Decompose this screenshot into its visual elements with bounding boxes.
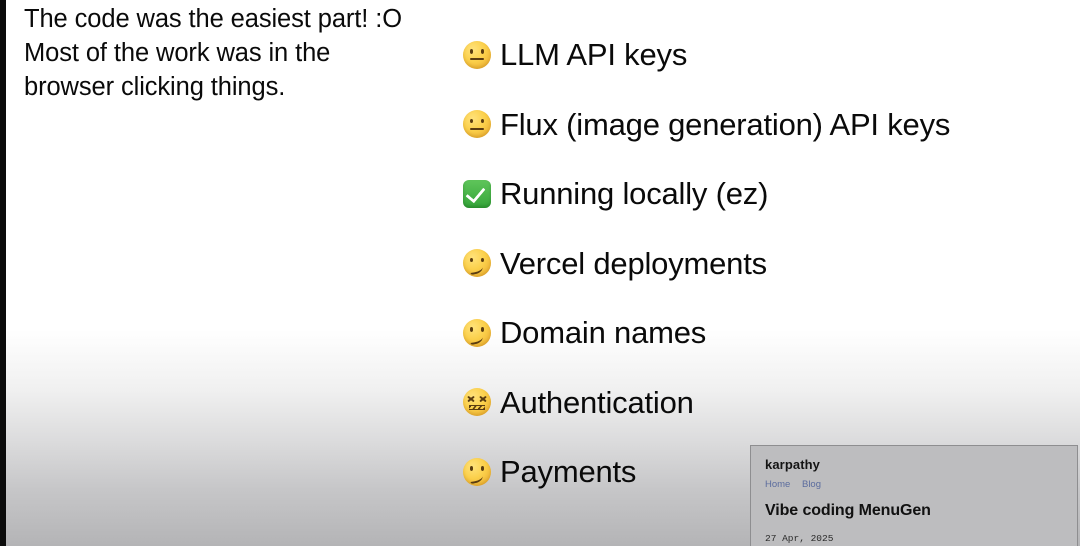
nav-link-blog[interactable]: Blog — [801, 479, 821, 490]
letterbox-bar-left — [0, 0, 6, 546]
neutral-face-icon — [462, 109, 492, 139]
blog-nav: Home Blog — [765, 479, 1063, 490]
confused-face-icon — [462, 457, 492, 487]
blog-site-title: karpathy — [765, 457, 820, 472]
confounded-face-icon — [462, 387, 492, 417]
blog-post-date: 27 Apr, 2025 — [765, 533, 834, 544]
caption-line-2: Most of the work was in the — [24, 39, 331, 67]
blog-post-title: Vibe coding MenuGen — [765, 502, 931, 519]
nav-link-home[interactable]: Home — [765, 479, 791, 490]
checklist-item-authentication: Authentication — [462, 368, 1062, 438]
caption-line-1: The code was the easiest part! :O — [24, 5, 402, 33]
checklist-item-running-locally: Running locally (ez) — [462, 159, 1062, 229]
confused-face-icon — [462, 318, 492, 348]
checklist-item-label: Vercel deployments — [500, 245, 767, 281]
checklist-item-payments: Payments — [462, 437, 1062, 507]
checklist-item-label: Payments — [500, 454, 637, 490]
checklist-item-label: Authentication — [500, 384, 694, 420]
checklist-item-label: Domain names — [500, 315, 707, 351]
checklist: LLM API keys Flux (image generation) API… — [462, 20, 1062, 507]
neutral-face-icon — [462, 40, 492, 70]
checklist-item-flux-api-keys: Flux (image generation) API keys — [462, 90, 1062, 160]
white-heavy-check-mark-icon — [462, 179, 492, 209]
caption-line-3: browser clicking things. — [24, 73, 286, 101]
slide-caption: The code was the easiest part! :O Most o… — [24, 2, 444, 104]
checklist-item-llm-api-keys: LLM API keys — [462, 20, 1062, 90]
checklist-item-label: Running locally (ez) — [500, 176, 769, 212]
checklist-item-vercel-deployments: Vercel deployments — [462, 229, 1062, 299]
checklist-item-domain-names: Domain names — [462, 298, 1062, 368]
blog-preview-panel: karpathy Home Blog Vibe coding MenuGen 2… — [750, 445, 1078, 546]
checklist-item-label: Flux (image generation) API keys — [500, 106, 951, 142]
checklist-item-label: LLM API keys — [500, 37, 688, 73]
confused-face-icon — [462, 248, 492, 278]
